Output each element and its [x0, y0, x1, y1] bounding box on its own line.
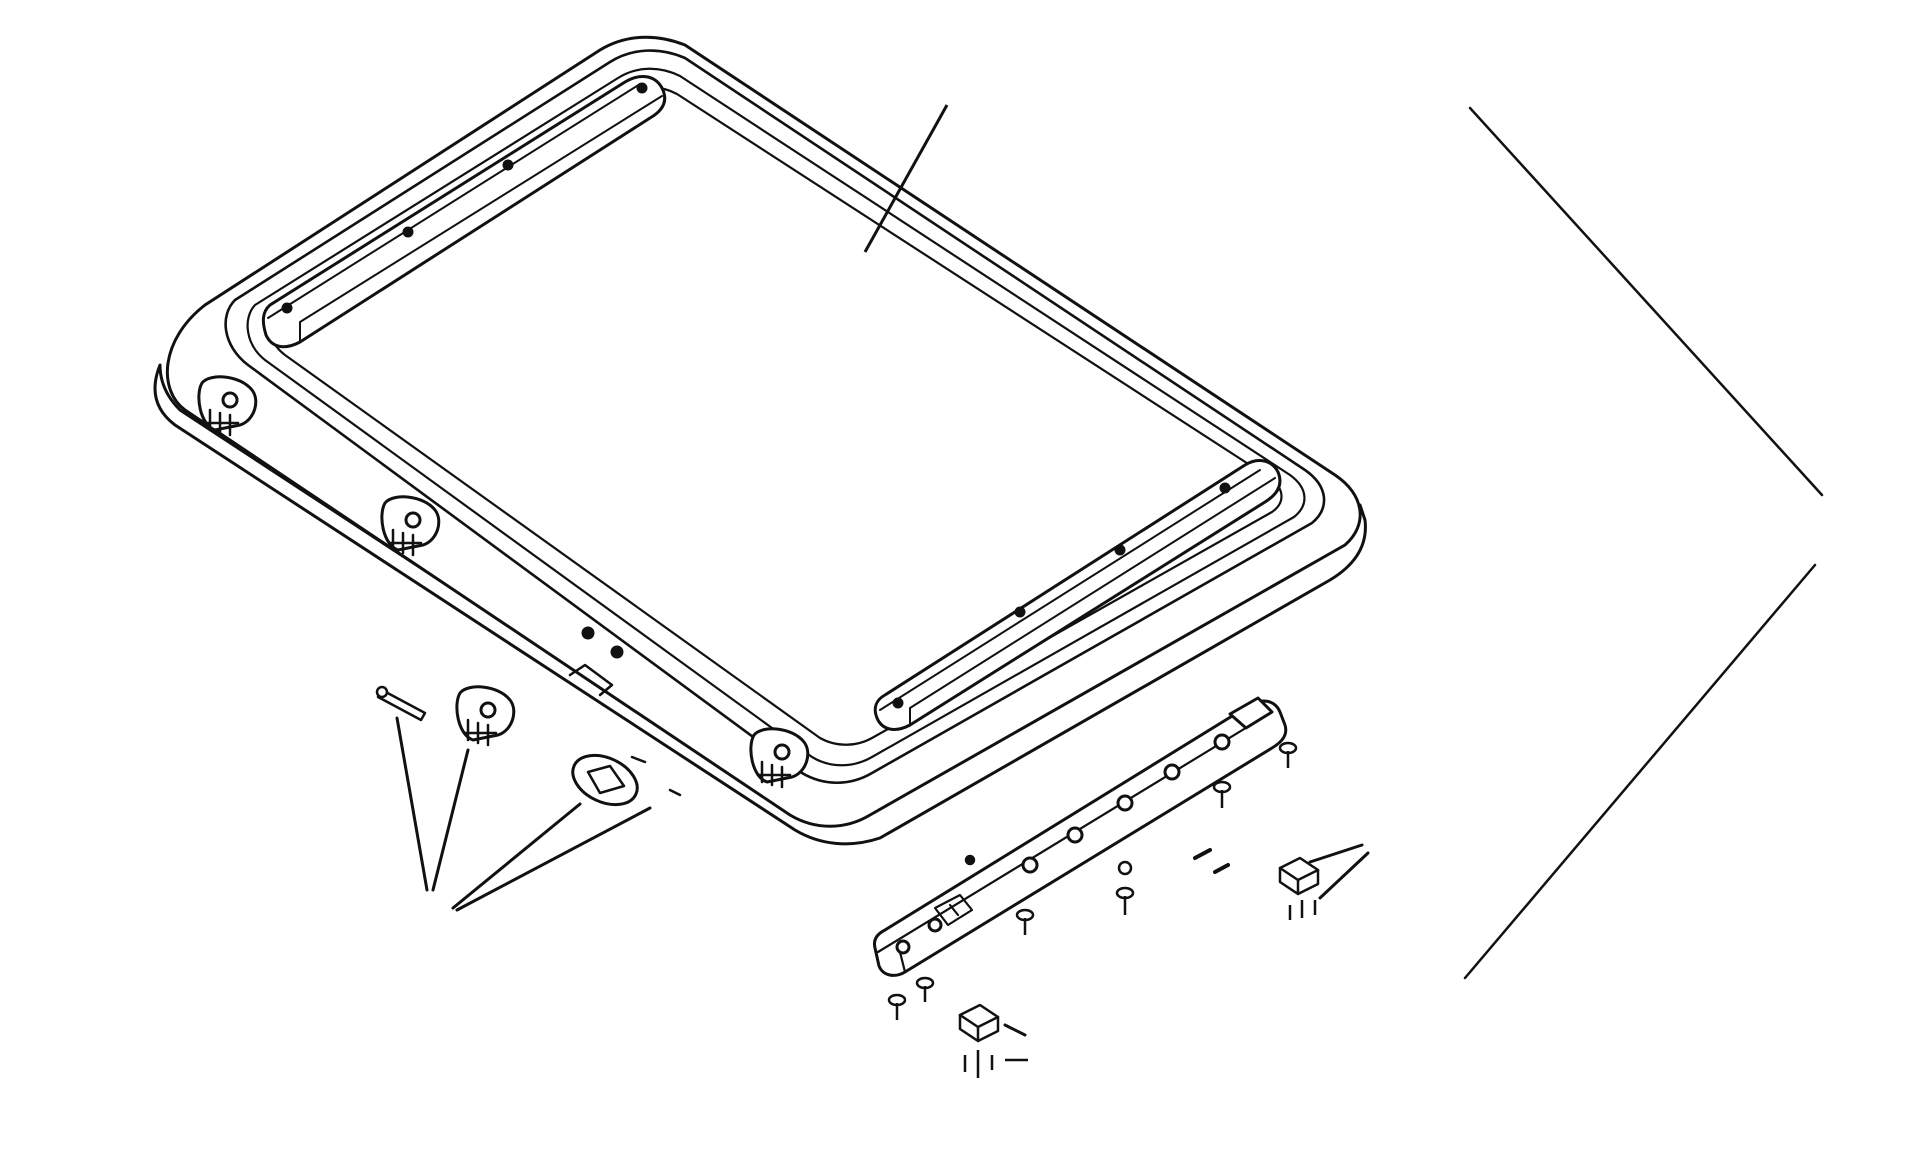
screw — [887, 993, 907, 1020]
hinge-pin-head — [375, 685, 389, 699]
lower-rail-end-block — [1228, 696, 1274, 730]
hinge-knuckles — [462, 718, 498, 747]
callout-upper-line — [1468, 106, 1824, 497]
screw — [1115, 886, 1135, 915]
frame-skirt — [153, 363, 1367, 846]
hinge-bracket — [380, 495, 441, 557]
lower-rail-latch-detail — [933, 893, 974, 927]
hinge-hole — [404, 511, 422, 529]
frame-edge-notch — [568, 663, 614, 697]
small-clip-brackets — [958, 856, 1320, 1078]
hinge-pin — [375, 685, 427, 722]
leader-line — [1003, 1023, 1027, 1037]
frame-lip-inner — [246, 67, 1306, 767]
lower-rail-hole — [1066, 826, 1084, 844]
frame-edge-hole — [610, 645, 624, 659]
top-rail-hole — [281, 302, 293, 314]
bottom-rail-hole — [1014, 606, 1026, 618]
screw — [1212, 780, 1232, 808]
hinge-hole — [221, 391, 239, 409]
lower-rail-hole — [927, 917, 943, 933]
bottom-inner-rail — [873, 459, 1282, 731]
hinge-bracket — [197, 375, 258, 437]
top-rail-edge — [267, 83, 663, 343]
frame-hinge-brackets — [197, 375, 810, 789]
callout-lower-line — [1463, 563, 1817, 980]
bracket-leaders — [1003, 843, 1370, 1037]
lower-rail-hole — [1213, 733, 1231, 751]
clip-bracket — [1278, 856, 1320, 920]
skylight-frame — [153, 35, 1367, 846]
leader-line — [431, 748, 470, 892]
hinge-hole — [773, 743, 791, 761]
latch-plate-slot — [586, 764, 626, 795]
bottom-rail-hole — [1114, 544, 1126, 556]
bottom-rail-hole — [892, 697, 904, 709]
top-rail-hole — [636, 82, 648, 94]
hinge-knuckles — [387, 528, 423, 557]
loose-hinge-bracket — [455, 685, 516, 747]
top-rail-body — [261, 75, 667, 349]
set-screws — [1193, 848, 1230, 874]
lower-rail-hole — [1163, 763, 1181, 781]
lower-rail-hole — [1021, 856, 1039, 874]
hinge-bracket — [749, 727, 810, 789]
latch-plate-body — [571, 753, 639, 807]
chevron-callout-lines — [1463, 106, 1824, 980]
small-dot — [964, 854, 976, 866]
screw — [1015, 908, 1035, 935]
hinge-hole — [479, 701, 497, 719]
clip-bracket — [958, 1003, 1028, 1078]
screw — [1278, 741, 1298, 768]
lower-mounting-rail — [873, 696, 1288, 977]
top-rail-hole — [402, 226, 414, 238]
leader-line — [1308, 843, 1364, 864]
frame-edge-hole — [581, 626, 595, 640]
top-rail-hole — [502, 159, 514, 171]
loose-part-leaders — [395, 716, 652, 912]
screw — [915, 976, 935, 1002]
frame-outer-edge — [165, 35, 1362, 828]
hinge-knuckles — [204, 408, 240, 437]
leader-line — [1318, 851, 1370, 900]
bottom-rail-edge — [879, 469, 1276, 726]
leader-line — [451, 802, 582, 910]
oval-latch-plate — [571, 753, 682, 807]
leader-line — [395, 716, 429, 892]
screw — [630, 755, 682, 797]
leader-line-frame — [863, 104, 949, 253]
frame-lip-outer — [224, 49, 1326, 784]
leader-line — [455, 806, 652, 912]
lower-rail-hole — [895, 939, 911, 955]
bottom-rail-body — [873, 459, 1282, 731]
washer — [1117, 860, 1133, 876]
bottom-rail-hole — [1219, 482, 1231, 494]
hinge-knuckles — [756, 760, 792, 789]
top-inner-rail — [261, 75, 667, 349]
lower-rail-hole — [1116, 794, 1134, 812]
screws — [887, 741, 1298, 1020]
